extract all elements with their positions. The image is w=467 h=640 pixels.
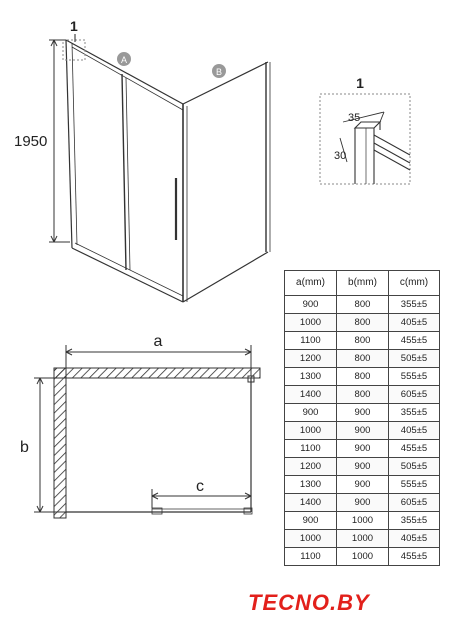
table-cell: 1000	[284, 313, 337, 332]
table-cell: 605±5	[387, 493, 441, 512]
bottom-rail	[71, 247, 184, 303]
detail-marker-box	[62, 39, 86, 61]
brand-logo: TECNO.BY	[248, 588, 416, 618]
panel-a-badge	[117, 52, 131, 66]
table-cell: 1000	[284, 421, 337, 440]
dimension-b	[34, 377, 66, 513]
table-cell: 1000	[284, 529, 337, 548]
table-cell: 900	[284, 295, 337, 314]
table-cell: 505±5	[387, 349, 441, 368]
plan-c-label: c	[196, 478, 204, 495]
table-cell: 455±5	[387, 331, 441, 350]
table-cell: 555±5	[387, 367, 441, 386]
table-cell: 900	[335, 475, 389, 494]
table-cell: 505±5	[387, 457, 441, 476]
table-cell: 1000	[335, 529, 389, 548]
table-cell: 800	[335, 385, 389, 404]
left-frame	[65, 39, 73, 249]
door-divider	[121, 73, 127, 271]
plan-a-label: a	[154, 333, 163, 350]
enclosure-perspective	[65, 39, 271, 303]
table-cell: 355±5	[387, 295, 441, 314]
table-cell: 1100	[284, 547, 337, 566]
table-cell: 355±5	[387, 403, 441, 422]
table-cell: 455±5	[387, 547, 441, 566]
dimension-c	[151, 489, 252, 508]
dimension-a	[65, 345, 252, 376]
table-cell: 1000	[335, 547, 389, 566]
table-cell: 900	[335, 421, 389, 440]
brand-logo-text: TECNO.BY	[248, 590, 370, 615]
plan-b-label: b	[20, 439, 29, 456]
table-cell: 405±5	[387, 421, 441, 440]
side-bottom-rail	[182, 251, 269, 303]
table-cell: 605±5	[387, 385, 441, 404]
height-dimension	[49, 39, 70, 243]
table-cell: 800	[335, 331, 389, 350]
detail-title: 1	[356, 75, 364, 91]
table-cell: 900	[284, 403, 337, 422]
table-cell: 1300	[284, 475, 337, 494]
table-cell: 1400	[284, 385, 337, 404]
table-cell: 900	[335, 403, 389, 422]
table-cell: 900	[335, 439, 389, 458]
table-cell: 800	[335, 367, 389, 386]
table-cell: 800	[335, 295, 389, 314]
table-cell: 1300	[284, 367, 337, 386]
table-cell: 800	[335, 349, 389, 368]
table-cell: 900	[335, 493, 389, 512]
header-a: a(mm)	[284, 270, 337, 296]
table-cell: 355±5	[387, 511, 441, 530]
height-label: 1950	[14, 133, 47, 150]
side-top-rail	[182, 61, 269, 105]
top-rail	[65, 39, 184, 105]
table-cell: 405±5	[387, 529, 441, 548]
detail-depth-label: 30	[334, 150, 346, 162]
table-cell: 405±5	[387, 313, 441, 332]
size-table-header: a(mm) b(mm) c(mm)	[284, 270, 441, 296]
header-c: c(mm)	[387, 270, 441, 296]
plan-view	[53, 367, 261, 519]
detail-frame	[319, 93, 411, 185]
table-cell: 1100	[284, 439, 337, 458]
detail-marker-label: 1	[70, 18, 78, 34]
table-cell: 1100	[284, 331, 337, 350]
top-wall	[53, 367, 261, 379]
table-cell: 900	[335, 457, 389, 476]
left-wall	[53, 367, 67, 519]
table-cell: 555±5	[387, 475, 441, 494]
detail-dimensions	[339, 111, 385, 163]
table-cell: 1400	[284, 493, 337, 512]
detail-profile	[353, 121, 411, 184]
table-cell: 900	[284, 511, 337, 530]
table-cell: 800	[335, 313, 389, 332]
table-cell: 455±5	[387, 439, 441, 458]
table-cell: 1000	[335, 511, 389, 530]
panel-b-badge	[212, 64, 226, 78]
header-b: b(mm)	[335, 270, 389, 296]
table-cell: 1200	[284, 457, 337, 476]
table-cell: 1200	[284, 349, 337, 368]
detail-width-label: 35	[348, 112, 360, 124]
panel-a-label: A	[121, 55, 127, 65]
panel-b-label: B	[216, 67, 222, 77]
